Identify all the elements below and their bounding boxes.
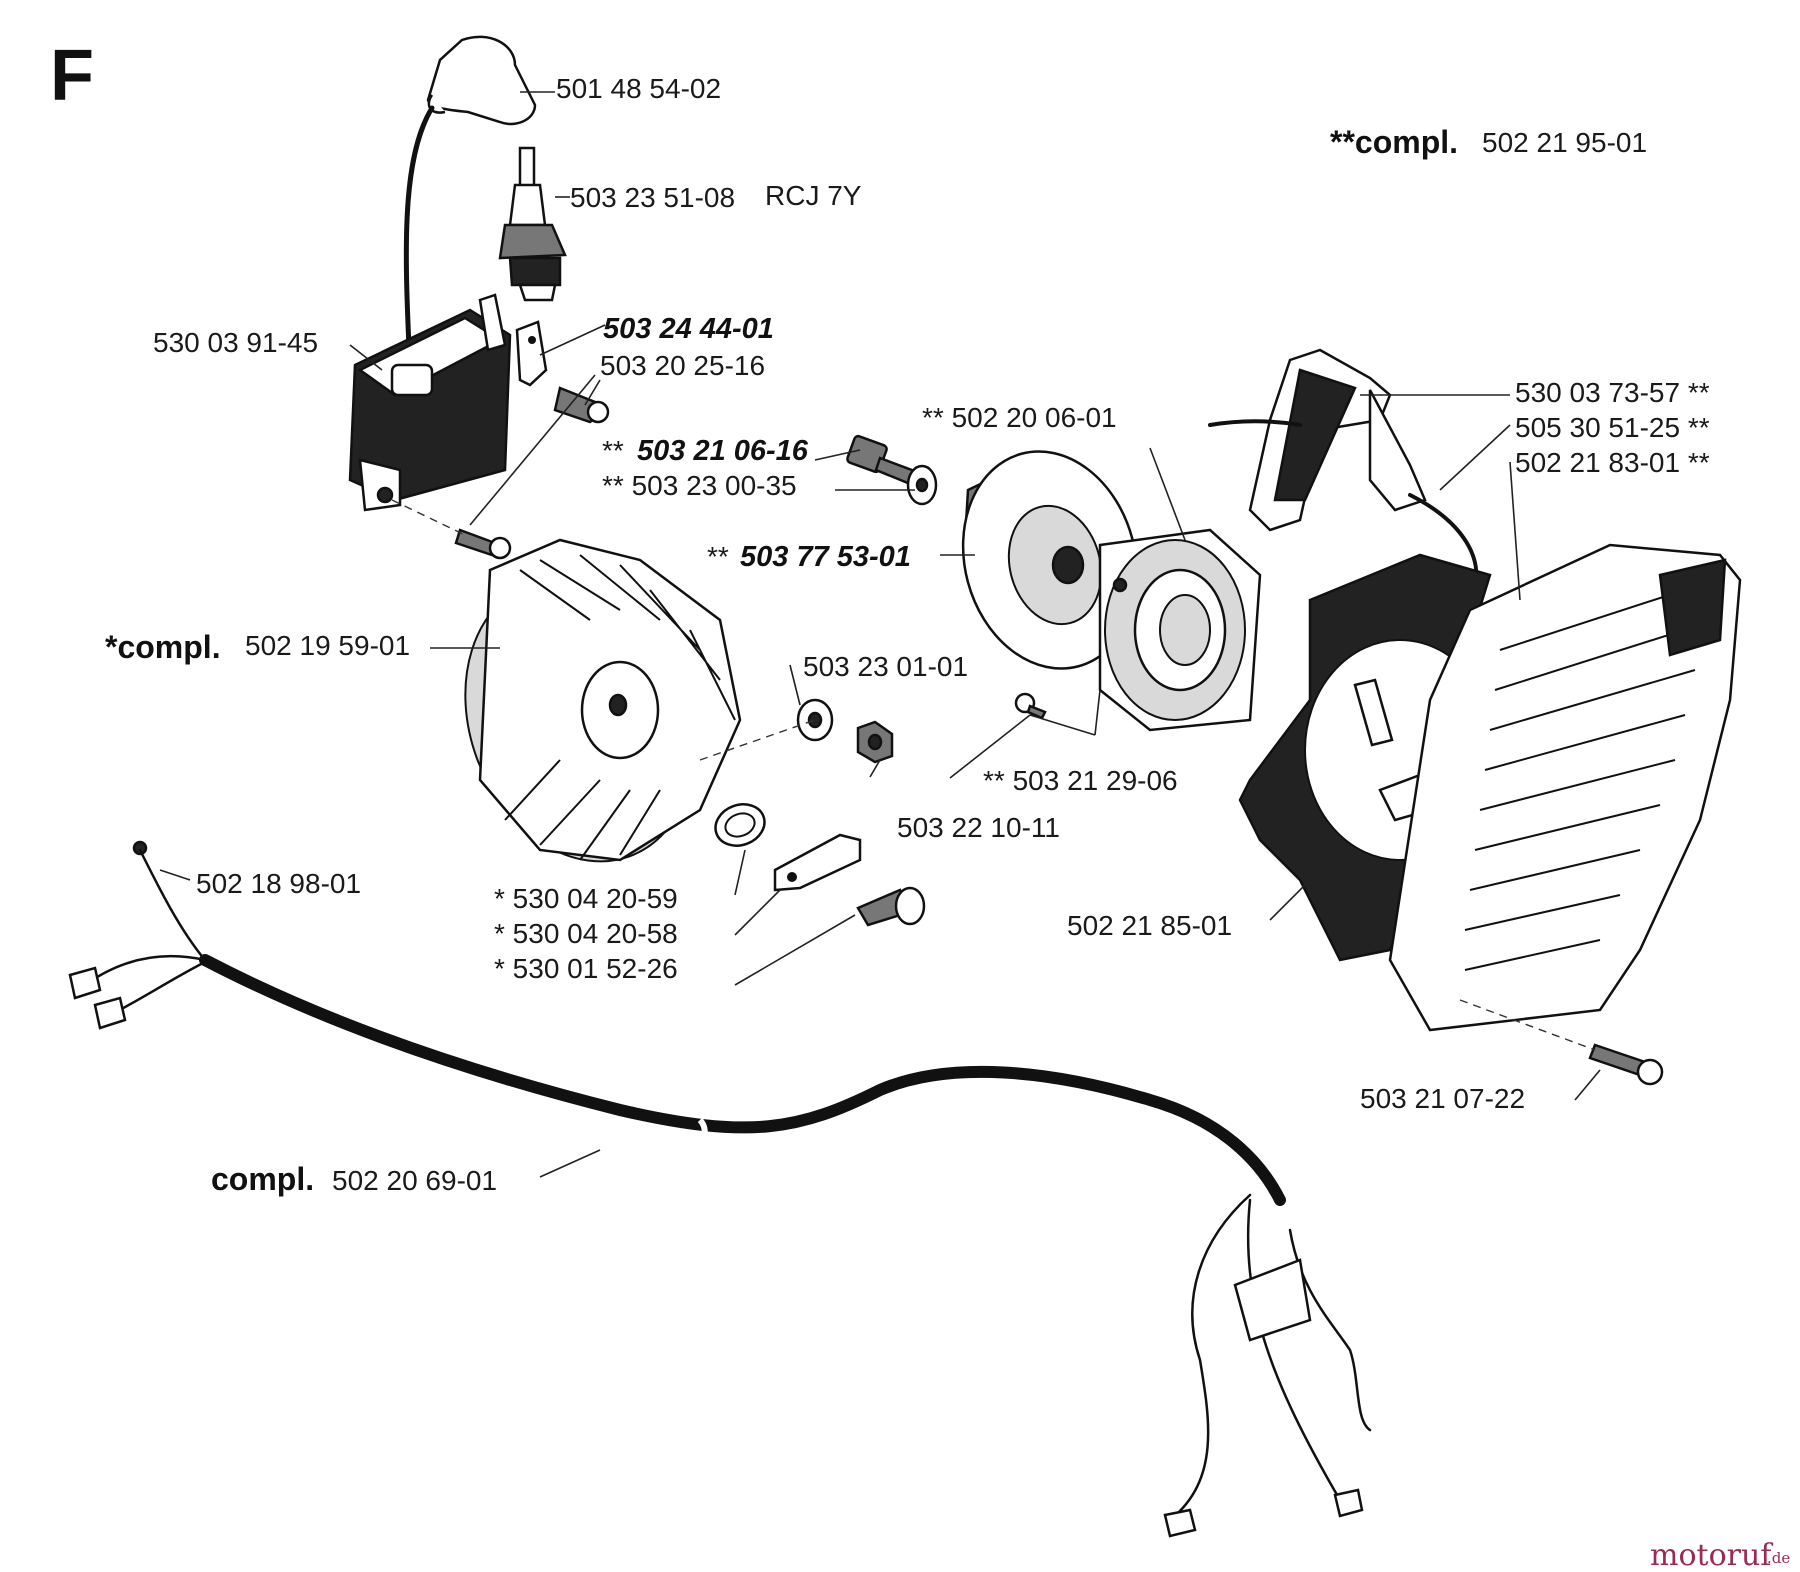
label-starter: 502 21 95-01 (1482, 127, 1647, 158)
flywheel (464, 538, 742, 863)
terminal (515, 320, 548, 387)
pawl (773, 833, 862, 892)
label-ignition-module: 530 03 91-45 (153, 327, 318, 358)
label-rewind-spring: ** 502 20 06-01 (922, 402, 1117, 433)
starter-housing (1353, 543, 1742, 1032)
label-harness: 502 20 69-01 (332, 1165, 497, 1196)
label-terminal: 503 24 44-01 (603, 313, 774, 345)
label-pulley-prefix: ** (707, 541, 729, 572)
label-pawl: * 530 04 20-58 (494, 918, 678, 949)
brand-watermark-tld: .de (1767, 1549, 1790, 1567)
label-pulley-screw-prefix: ** (602, 435, 624, 466)
ignition-module (348, 293, 512, 512)
label-spring-screw: ** 503 21 29-06 (983, 765, 1178, 796)
label-flywheel-nut: 503 22 10-11 (897, 812, 1060, 843)
rewind-spring (1098, 528, 1262, 732)
module-screw-upper (553, 386, 610, 424)
ht-lead (403, 105, 435, 373)
pawl-spring (714, 803, 766, 847)
brand-watermark: motoruf (1650, 1538, 1773, 1572)
flywheel-washer (796, 698, 834, 742)
spark-cap (426, 35, 537, 126)
ground-wire (132, 840, 207, 962)
label-pulley: 503 77 53-01 (740, 541, 911, 573)
label-ground-wire: 502 18 98-01 (196, 868, 361, 899)
label-pulley-screw: 503 21 06-16 (637, 435, 809, 467)
label-harness-compl: compl. (211, 1161, 314, 1197)
label-flywheel: 502 19 59-01 (245, 630, 410, 661)
pulley-washer (906, 464, 938, 506)
label-starter-housing: 502 21 83-01 ** (1515, 447, 1710, 478)
label-module-screw: 503 20 25-16 (600, 350, 765, 381)
label-spark-plug: 503 23 51-08 (570, 182, 735, 213)
flywheel-nut (856, 720, 894, 764)
starter-handle (1248, 348, 1427, 532)
label-handle: 530 03 73-57 ** (1515, 377, 1710, 408)
label-starter-compl: **compl. (1330, 124, 1458, 160)
label-pawl-pin: * 530 01 52-26 (494, 953, 678, 984)
label-washer: ** 503 23 00-35 (602, 470, 797, 501)
pawl-pin (856, 886, 926, 927)
wiring-harness (68, 954, 1372, 1538)
label-flywheel-compl: *compl. (105, 629, 221, 665)
pulley (961, 450, 1139, 670)
label-pawl-spring: * 530 04 20-59 (494, 883, 678, 914)
section-letter: F (50, 36, 94, 116)
label-flywheel-washer: 503 23 01-01 (803, 651, 968, 682)
spark-plug (498, 146, 567, 302)
label-spark-plug-type: RCJ 7Y (765, 180, 862, 211)
leader-lines (159, 91, 1601, 1178)
label-cord: 505 30 51-25 ** (1515, 412, 1710, 443)
housing-screw (1588, 1043, 1664, 1086)
label-fan-housing: 502 21 85-01 (1067, 910, 1232, 941)
module-screw-lower (454, 528, 512, 560)
label-spark-cap: 501 48 54-02 (556, 73, 721, 104)
label-housing-screw: 503 21 07-22 (1360, 1083, 1525, 1114)
